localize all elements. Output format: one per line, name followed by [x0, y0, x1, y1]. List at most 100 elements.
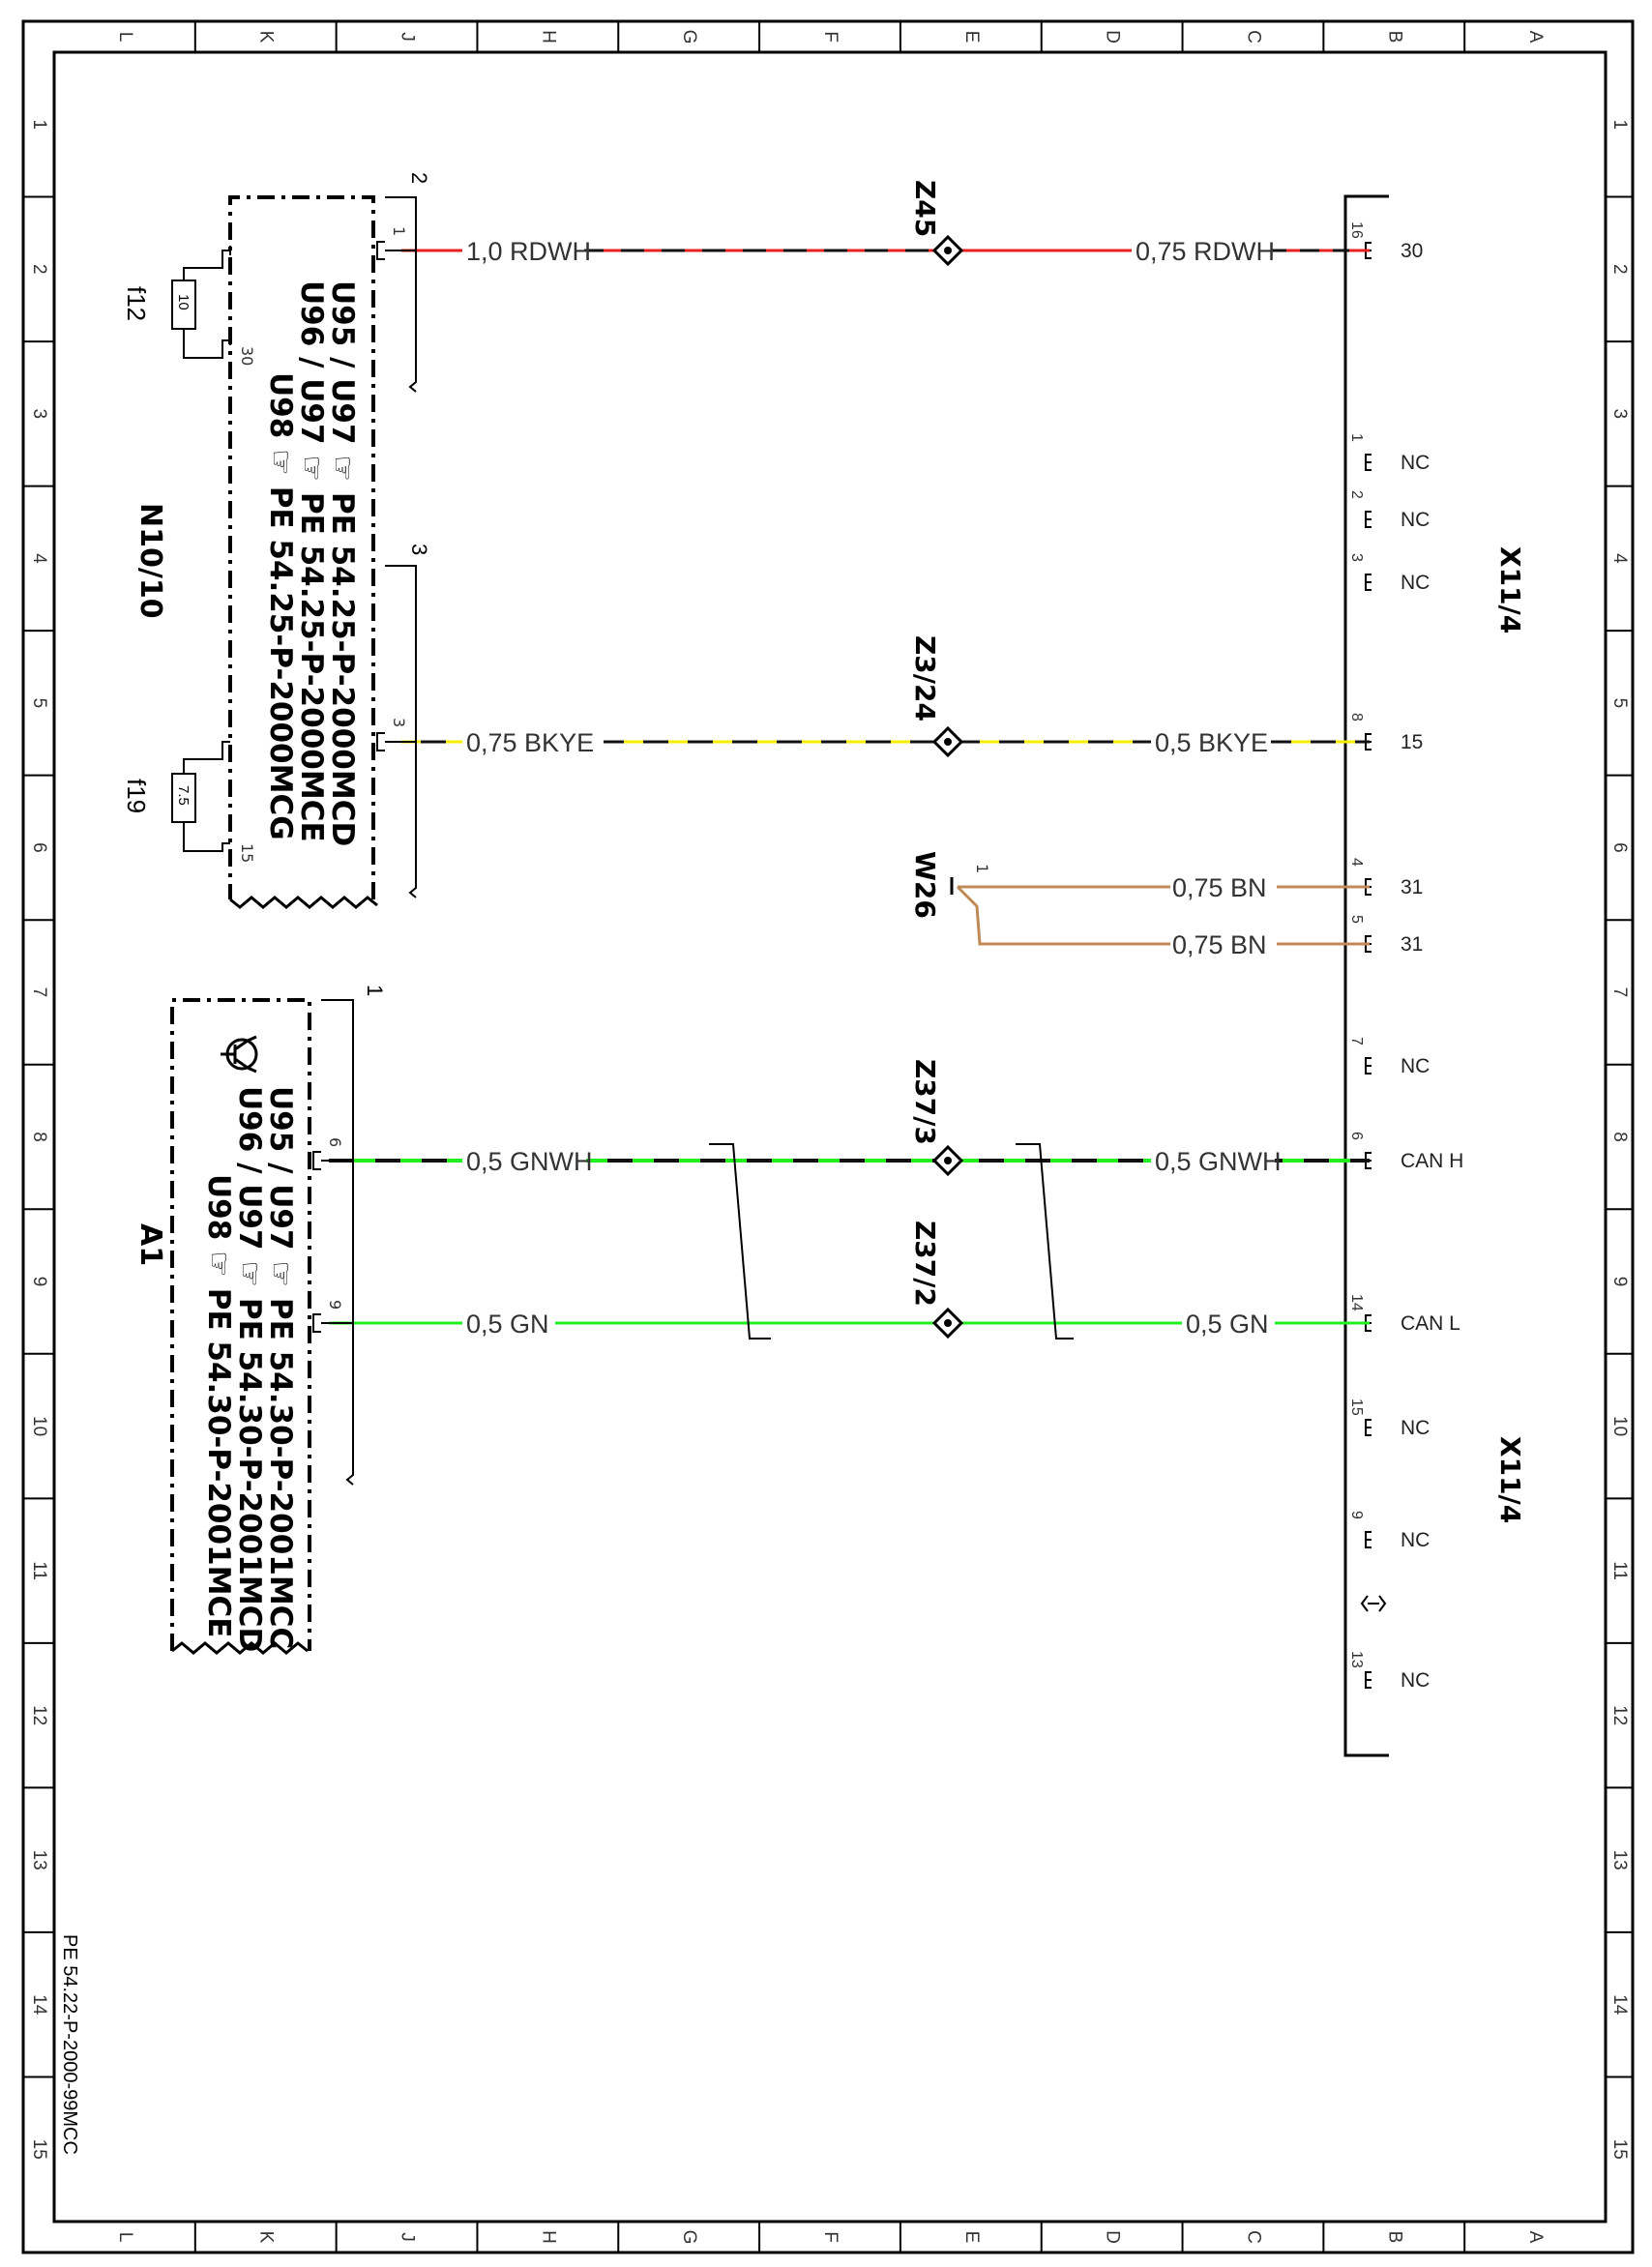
- x11-pin-signal: NC: [1401, 1417, 1430, 1439]
- wire-label-rdwh-left: 1,0 RDWH: [466, 237, 591, 266]
- x11-4-label-upper: X11/4: [1494, 546, 1526, 633]
- splice-z3-24: Z3/24: [909, 635, 964, 758]
- grid-letter-l-bottom: L: [115, 2232, 135, 2243]
- fuse-f12: 10 f12 30: [122, 246, 256, 366]
- grid-number-7-left: 7: [29, 987, 49, 998]
- grid-letter-g-top: G: [679, 30, 699, 44]
- grid-letter-l-top: L: [115, 32, 135, 43]
- grid-number-10-right: 10: [1609, 1416, 1630, 1436]
- x11-pin-7: 7NC: [1348, 1037, 1430, 1077]
- wire-labels: 1,0 RDWH 0,75 RDWH 0,75 BKYE 0,5 BKYE 0,…: [462, 234, 1282, 1340]
- splice-z45: Z45: [909, 180, 964, 267]
- grid-number-8-left: 8: [29, 1132, 49, 1142]
- x11-pin-signal: 31: [1401, 876, 1423, 898]
- grid-number-11-left: 11: [29, 1561, 49, 1580]
- grid-letter-f-top: F: [820, 31, 841, 43]
- x11-pin-number: 9: [1348, 1511, 1365, 1519]
- grid-letter-h-top: H: [538, 30, 558, 44]
- wire-label-gnwh-left: 0,5 GNWH: [466, 1147, 593, 1176]
- grid-number-6-right: 6: [1609, 842, 1630, 853]
- connector-break-icon: [1360, 1595, 1387, 1612]
- grid-number-6-left: 6: [29, 842, 49, 853]
- grid-number-3-left: 3: [29, 409, 49, 420]
- module-n10-10-torn-edge: [229, 896, 378, 909]
- module-a1-ref-3: U98 ☞ PE 54.30-P-2001MCE: [201, 1174, 236, 1637]
- grid-number-15-left: 15: [29, 2139, 49, 2160]
- module-n10-10-name: N10/10: [133, 503, 167, 619]
- fuse-f19-name: f19: [122, 779, 151, 813]
- x11-pin-signal: NC: [1401, 452, 1430, 474]
- wire-label-gn-right: 0,5 GN: [1186, 1310, 1269, 1339]
- x11-pin-number: 1: [1348, 433, 1365, 442]
- a1-pin-6-label: 6: [326, 1137, 344, 1147]
- sheet-frame: [21, 19, 1635, 2254]
- x11-pin-2: 2NC: [1348, 490, 1430, 531]
- splice-label-z37-2: Z37/2: [909, 1221, 941, 1307]
- ground-pin-w26: 1: [973, 864, 991, 873]
- grid-number-13-right: 13: [1609, 1850, 1630, 1870]
- fuse-f12-name: f12: [122, 286, 151, 321]
- wire-label-bn-upper: 0,75 BN: [1172, 873, 1267, 902]
- x11-pin-number: 14: [1348, 1294, 1365, 1311]
- x11-pin-signal: 30: [1401, 240, 1423, 262]
- grid-letter-g-bottom: G: [679, 2230, 699, 2245]
- a1-pin-6: 6: [312, 1137, 353, 1170]
- x11-pin-number: 5: [1348, 915, 1365, 924]
- x11-pin-8: 815: [1348, 713, 1423, 753]
- wire-label-bkye-left: 0,75 BKYE: [466, 728, 594, 757]
- wire-label-rdwh-right: 0,75 RDWH: [1136, 237, 1275, 266]
- x11-pin-number: 7: [1348, 1037, 1365, 1045]
- x11-pin-signal: 31: [1401, 933, 1423, 956]
- x11-pin-number: 6: [1348, 1132, 1365, 1140]
- splice-z37-2: Z37/2: [909, 1221, 964, 1340]
- grid-number-2-left: 2: [29, 264, 49, 275]
- grid-number-14-left: 14: [29, 1994, 49, 2016]
- x11-pin-4: 431: [1348, 858, 1423, 898]
- x11-pin-number: 2: [1348, 490, 1365, 499]
- grid-letter-c-top: C: [1243, 30, 1263, 44]
- splices: Z45 Z3/24 W26 1 Z37/3 Z37/2: [909, 180, 991, 1340]
- grid-number-12-left: 12: [29, 1705, 49, 1725]
- module-a1-name: A1: [133, 1223, 167, 1266]
- x11-pin-number: 8: [1348, 713, 1365, 721]
- n10-pin-1-label: 1: [390, 226, 408, 236]
- splice-label-z3-24: Z3/24: [909, 635, 941, 721]
- grid-letter-b-top: B: [1384, 31, 1404, 44]
- grid-number-13-left: 13: [29, 1850, 49, 1870]
- splice-z37-3: Z37/3: [909, 1059, 964, 1177]
- grid-number-4-right: 4: [1609, 553, 1630, 564]
- wire-label-gn-left: 0,5 GN: [466, 1310, 549, 1339]
- ground-label-w26: W26: [909, 851, 941, 919]
- n10-pin-3: 3: [376, 718, 416, 751]
- module-n10-10-ref-3: U98 ☞ PE 54.25-P-2000MCG: [263, 372, 298, 840]
- wire-label-bkye-right: 0,5 BKYE: [1155, 728, 1268, 757]
- grid-letter-j-bottom: J: [398, 2232, 418, 2242]
- grid-number-1-right: 1: [1609, 119, 1630, 130]
- x11-pin-3: 3NC: [1348, 553, 1430, 594]
- grid-letter-a-bottom: A: [1525, 2231, 1546, 2244]
- x11-4-connector: X11/4 X11/4: [1343, 194, 1526, 1757]
- x11-pin-number: 13: [1348, 1651, 1365, 1668]
- grid-number-11-right: 11: [1609, 1561, 1630, 1580]
- grid-border-ticks: [23, 21, 1633, 2252]
- grid-number-7-right: 7: [1609, 987, 1630, 998]
- grid-number-10-left: 10: [29, 1416, 49, 1436]
- grid-letter-b-bottom: B: [1384, 2231, 1404, 2244]
- module-a1-ref-2: U96 / U97 ☞ PE 54.30-P-2001MCD: [232, 1086, 267, 1652]
- x11-pin-signal: NC: [1401, 572, 1430, 594]
- a1-bracket-label: 1: [363, 985, 387, 996]
- grid-number-5-right: 5: [1609, 698, 1630, 709]
- grid-letter-j-top: J: [398, 32, 418, 42]
- fuse-f12-rating: 10: [175, 294, 192, 310]
- grid-number-12-right: 12: [1609, 1705, 1630, 1725]
- twisted-pair-marker-right: [1016, 1143, 1074, 1340]
- x11-pin-signal: NC: [1401, 1055, 1430, 1077]
- module-n10-10-ref-1: U95 / U97 ☞ PE 54.25-P-2000MCD: [325, 280, 360, 846]
- module-n10-10: U95 / U97 ☞ PE 54.25-P-2000MCD U96 / U97…: [122, 172, 431, 909]
- n10-bracket-upper: [385, 196, 417, 393]
- n10-bracket-upper-label: 2: [407, 172, 431, 184]
